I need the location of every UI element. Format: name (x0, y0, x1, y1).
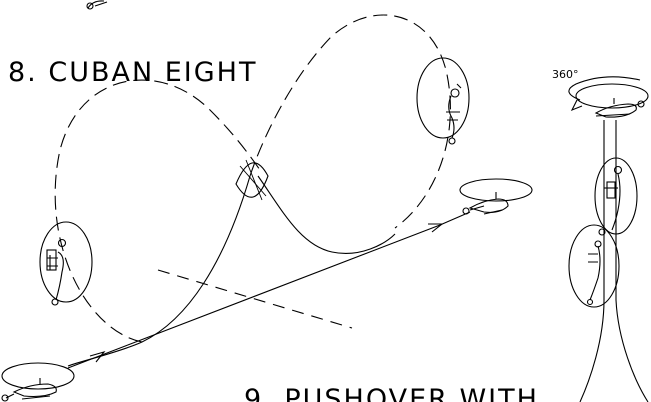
ground-reference-line (157, 269, 353, 329)
helicopter-lower-right (568, 224, 620, 308)
entry-arrow (89, 350, 106, 363)
rotor-disc (416, 57, 470, 139)
crossover-lens (235, 159, 269, 201)
helicopter-left (39, 221, 93, 306)
cuban-eight-label: 8. CUBAN EIGHT (8, 57, 257, 88)
cuban-eight-path (54, 14, 471, 369)
rotor-disc (39, 221, 93, 303)
rotor-disc (594, 157, 638, 235)
rotor-disc (575, 83, 649, 109)
pushover-path (579, 120, 649, 402)
rotor-disc (1, 362, 75, 390)
pushover-label: 9. PUSHOVER WITH (244, 384, 539, 402)
helicopter-top-partial (86, 0, 108, 10)
helicopter-middle-right (594, 157, 638, 236)
exit-line (67, 224, 441, 369)
loop-right-dashed (249, 14, 451, 229)
helicopter-top-rotating (575, 83, 649, 118)
rotation-arrow (568, 76, 641, 112)
helicopter-upper-right (416, 57, 470, 145)
descent-path (257, 175, 396, 254)
loop-left-dashed (54, 79, 261, 343)
entry-path (67, 175, 251, 367)
exit-arrow (428, 223, 444, 233)
rotation-label: 360° (552, 68, 579, 81)
rotor-disc (568, 224, 620, 308)
helicopter-right (459, 178, 533, 215)
rotor-disc (459, 178, 533, 202)
helicopter-bottom-left (1, 362, 75, 402)
